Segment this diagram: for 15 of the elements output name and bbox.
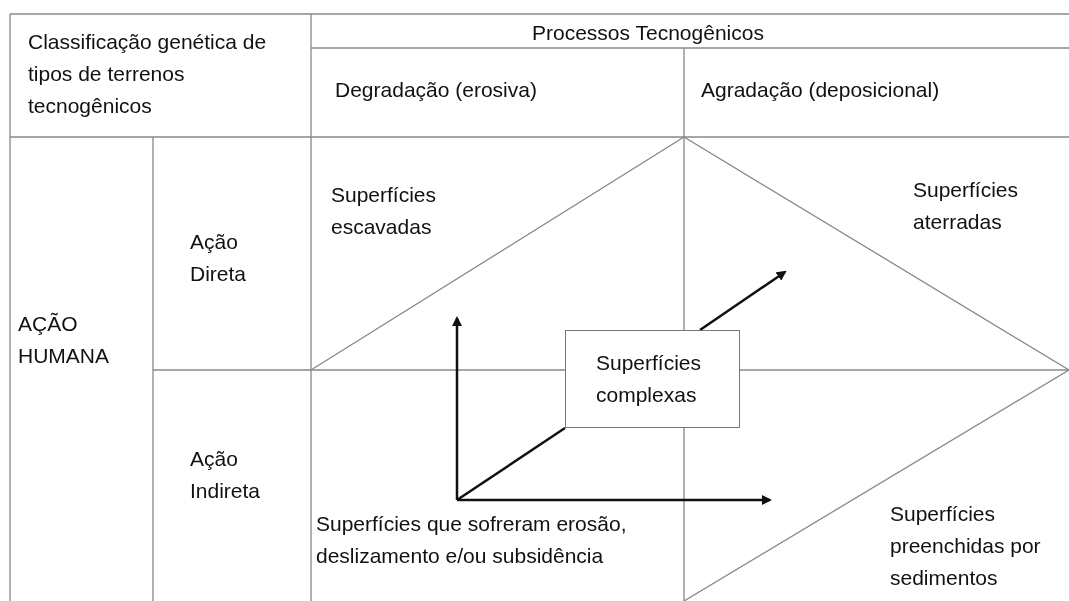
table-text: Ação Direta	[190, 229, 248, 287]
table-text: Degradação (erosiva)	[335, 77, 537, 103]
text-label: Superfícies que sofreram erosão, deslizamento e/ou subsidência	[316, 500, 636, 600]
table-text: Agradação (deposicional)	[701, 77, 940, 103]
label-box: Superfícies complexas	[565, 330, 740, 428]
table-text: Superfícies aterradas	[913, 177, 1020, 235]
table-text: Processos Tecnogênicos	[532, 20, 764, 46]
table-text: Superfícies escavadas	[331, 182, 438, 240]
arrow	[699, 270, 787, 332]
arrow	[457, 495, 772, 505]
table-text: Superfícies preenchidas por sedimentos	[890, 501, 1042, 591]
table-text: Classificação genética de tipos de terrenos tecnogênicos	[28, 29, 268, 119]
table-text: AÇÃO HUMANA	[18, 311, 110, 369]
arrow	[452, 316, 462, 500]
table-text: Ação Indireta	[190, 446, 262, 504]
